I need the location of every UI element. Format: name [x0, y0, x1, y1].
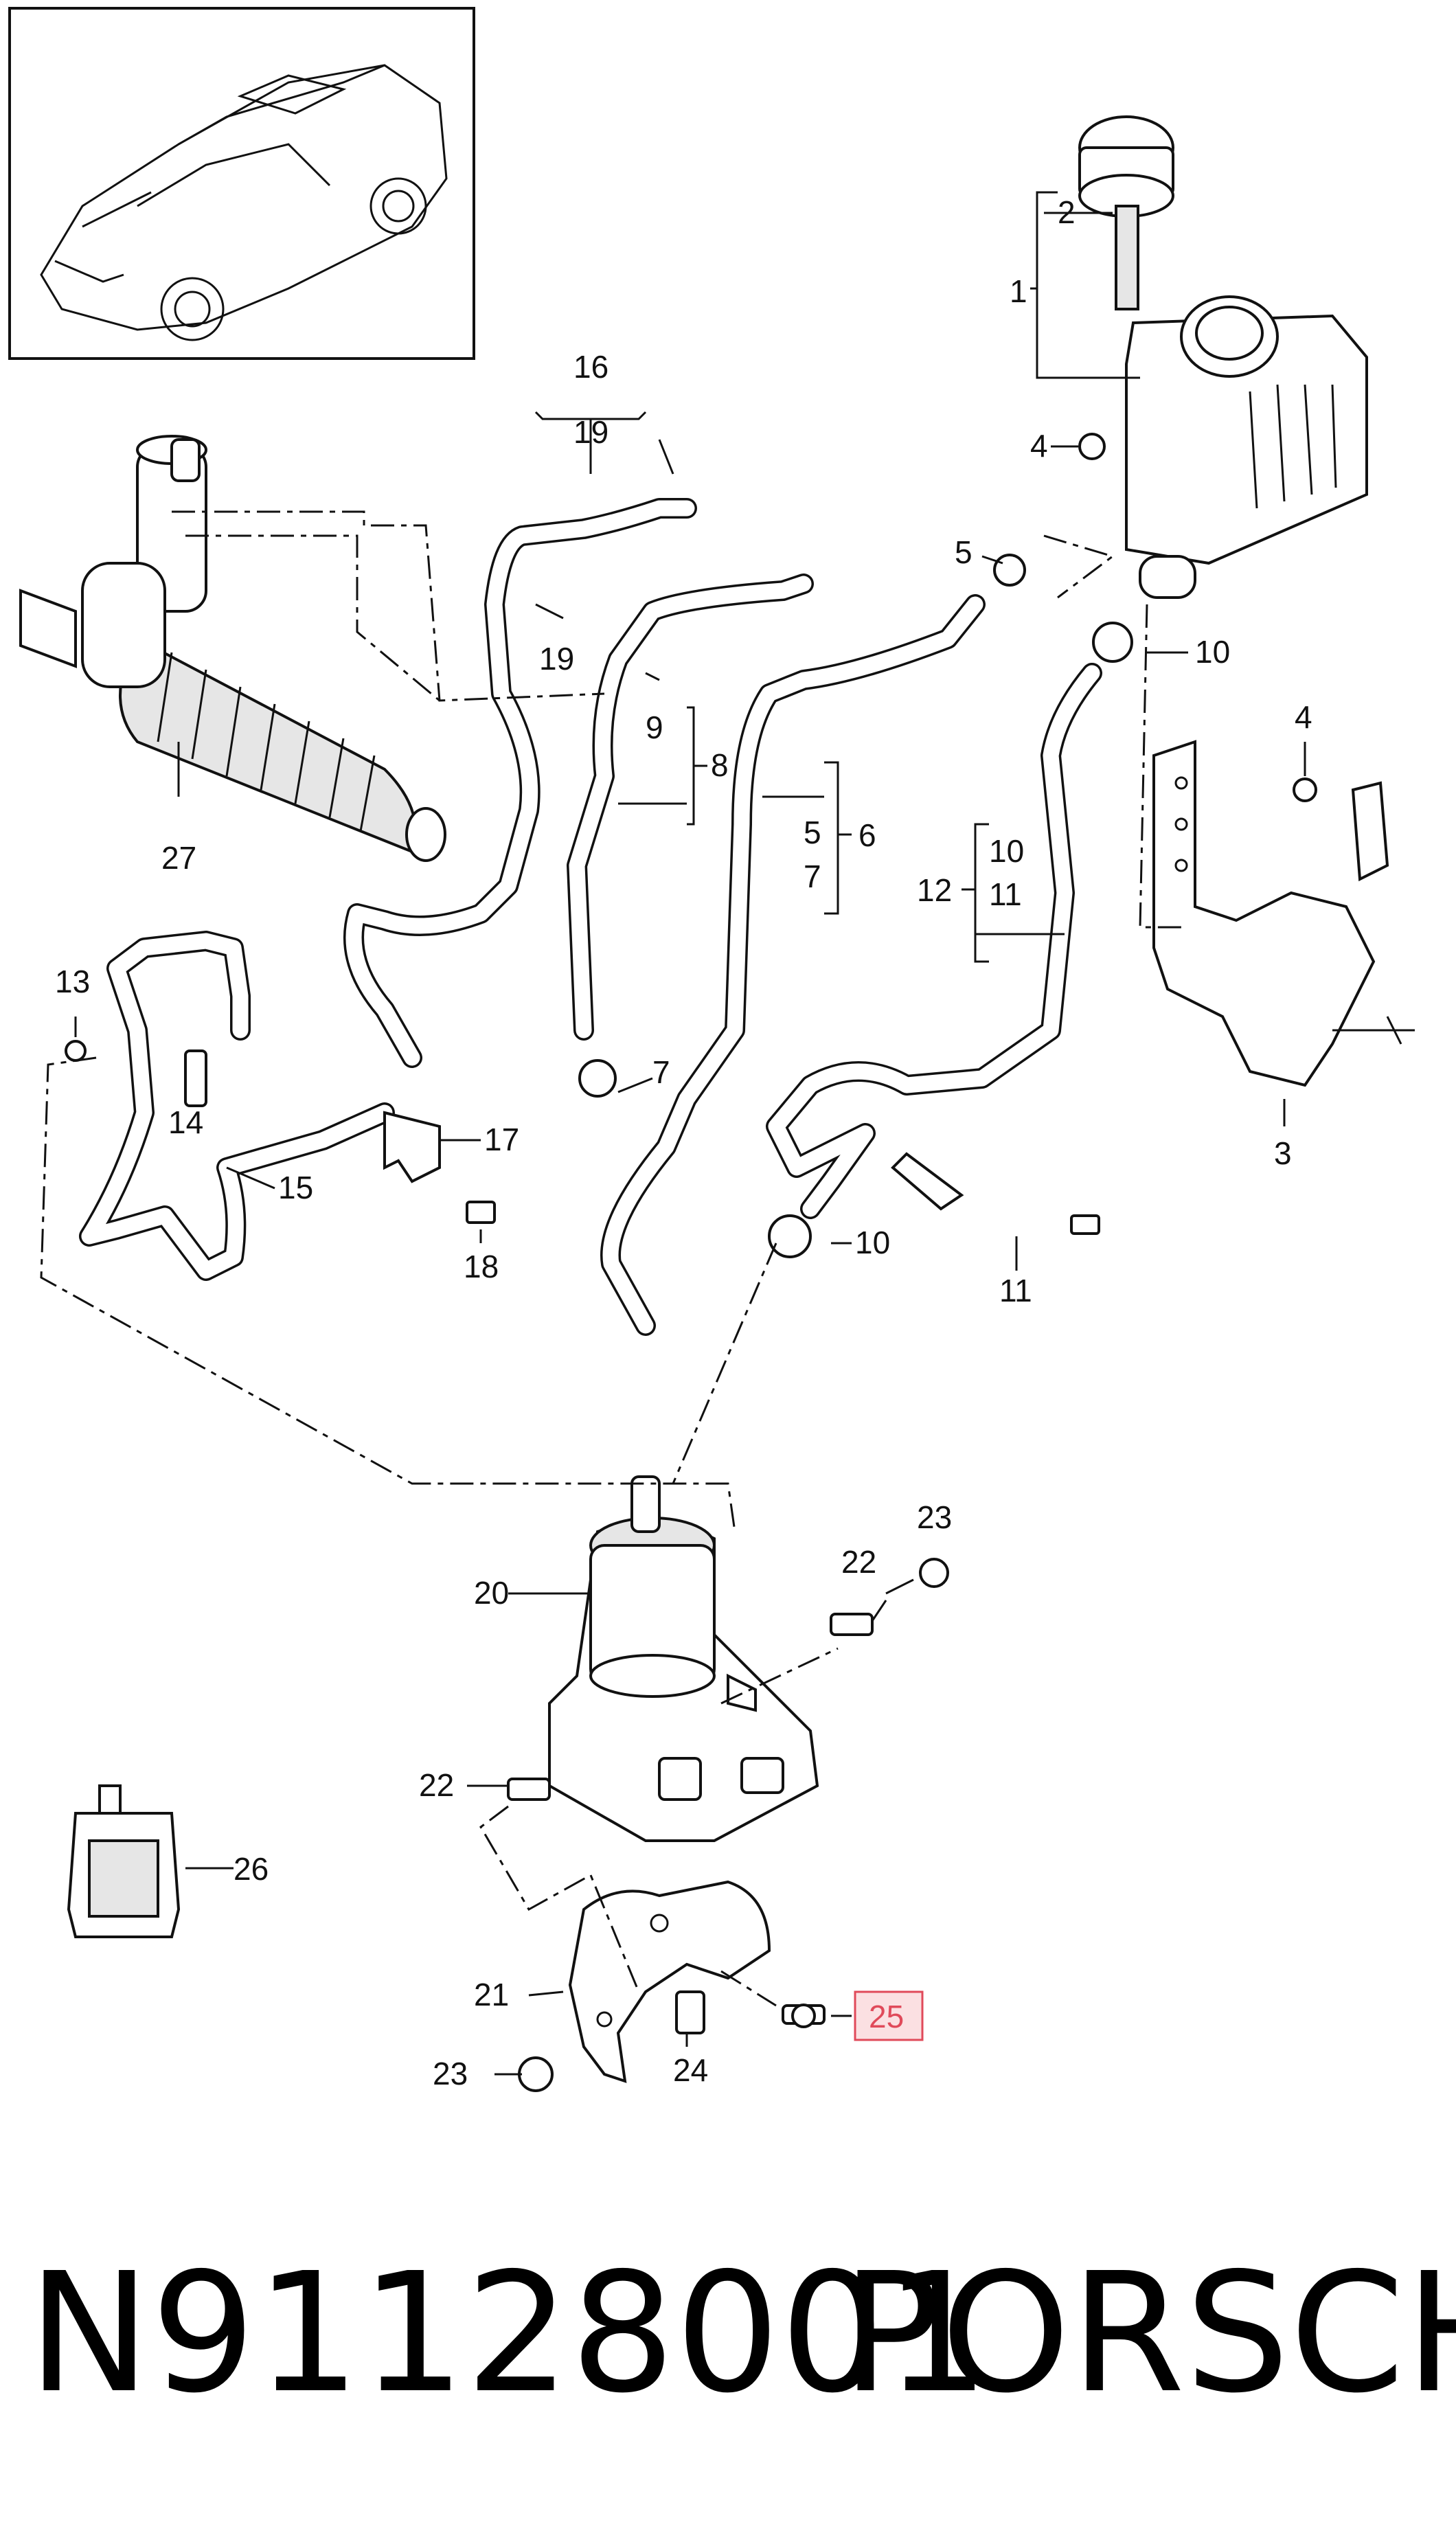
callout-22a: 22: [841, 1544, 876, 1580]
callout-7b: 7: [652, 1054, 670, 1090]
power-steering-pump: [548, 1475, 819, 1842]
callout-26: 26: [234, 1851, 269, 1887]
callout-4b: 4: [1295, 699, 1312, 735]
reference-lines: [40, 510, 1181, 2007]
callout-12: 12: [917, 872, 952, 908]
callout-16: 16: [573, 349, 608, 385]
callout-11b: 11: [999, 1273, 1032, 1308]
pump-bracket: [568, 1880, 771, 2083]
callout-19b: 19: [539, 641, 574, 677]
callout-5a: 5: [955, 534, 972, 570]
callout-10a: 10: [1195, 634, 1230, 670]
callout-10b: 10: [989, 833, 1024, 869]
callout-20: 20: [474, 1575, 509, 1611]
svg-text:25: 25: [869, 1999, 904, 2034]
callout-22b: 22: [419, 1767, 454, 1803]
callout-21: 21: [474, 1977, 509, 2012]
highlighted-callout-25: 25: [854, 1990, 924, 2041]
callout-23a: 23: [917, 1499, 952, 1535]
callout-4a: 4: [1030, 428, 1048, 464]
vehicle-thumbnail: [8, 7, 475, 360]
callout-1: 1: [1010, 273, 1027, 309]
fluid-can: [67, 1784, 181, 1938]
steering-rack: [19, 435, 446, 862]
callout-27: 27: [161, 840, 196, 876]
callout-8: 8: [711, 747, 729, 783]
callout-10c: 10: [855, 1225, 890, 1260]
callout-23b: 23: [433, 2056, 468, 2091]
callout-3: 3: [1274, 1135, 1292, 1171]
callout-11a: 11: [989, 876, 1022, 912]
part-number: N91128001: [27, 2237, 990, 2429]
callout-2: 2: [1058, 194, 1076, 230]
mounting-bracket: [1152, 740, 1415, 1087]
callout-19a: 19: [573, 414, 608, 450]
fluid-reservoir: [1078, 115, 1368, 599]
brand-name: PORSCHE: [841, 2237, 1456, 2429]
callout-24: 24: [673, 2052, 708, 2088]
callout-6: 6: [858, 817, 876, 853]
callout-7a: 7: [804, 859, 821, 894]
callout-17: 17: [484, 1122, 519, 1157]
callout-5b: 5: [804, 815, 821, 850]
callout-15: 15: [278, 1170, 313, 1205]
callout-18: 18: [464, 1249, 499, 1284]
hose-lines: [79, 498, 1102, 1336]
fasteners: [65, 433, 1317, 2092]
callout-14: 14: [168, 1104, 203, 1140]
callout-9: 9: [646, 710, 663, 745]
caption: N91128001 PORSCHE: [27, 2237, 1456, 2429]
leader-lines: [74, 191, 1306, 2076]
callout-labels: 1 2 3 4 4 5 5 6 7 7 8 9 10 10 10 11 11 1…: [55, 194, 1312, 2091]
callout-13: 13: [55, 964, 90, 999]
